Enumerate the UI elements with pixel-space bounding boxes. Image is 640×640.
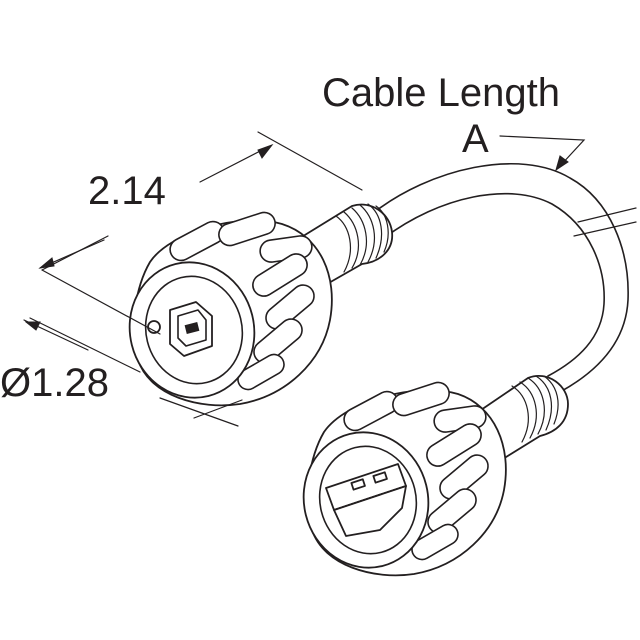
grip-rib: [426, 423, 482, 467]
length-dimension-label: 2.14: [88, 169, 166, 213]
diameter-dimension-label: Ø1.28: [0, 361, 109, 405]
cable-length-tag: A: [462, 117, 489, 161]
grip-rib: [411, 523, 459, 561]
grip-rib: [253, 318, 303, 364]
bottom-connector: [302, 381, 507, 577]
cable: [371, 162, 637, 393]
cable-length-label: Cable Length: [322, 71, 560, 115]
cable-length-leader: [499, 135, 586, 172]
grip-rib: [265, 284, 315, 330]
grip-rib: [218, 211, 276, 247]
length-dimension: [38, 131, 363, 335]
top-connector: [128, 211, 333, 407]
grip-rib: [392, 381, 450, 417]
grip-rib: [252, 253, 308, 297]
grip-rib: [439, 454, 489, 500]
diameter-dimension: [23, 317, 243, 427]
grip-rib: [427, 488, 477, 534]
grip-rib: [237, 353, 285, 391]
